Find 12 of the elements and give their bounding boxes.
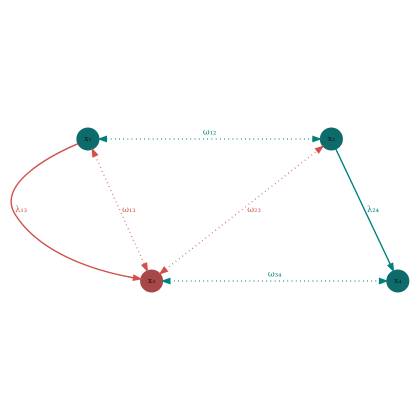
- edge-label: ω₂₃: [247, 204, 261, 214]
- edge-label: ω₃₄: [268, 268, 282, 279]
- arrow: [10, 143, 143, 282]
- arrow: [97, 136, 322, 142]
- arrow: [160, 278, 389, 284]
- arrow: [335, 149, 394, 273]
- edge-label: ω₁₂: [202, 126, 216, 137]
- edge-label: λ₂₄: [366, 204, 380, 214]
- arrow: [91, 147, 148, 272]
- arrow: [158, 145, 324, 275]
- edge-label: λ₁₃: [15, 204, 28, 214]
- edge-label: ω₁₃: [122, 204, 136, 214]
